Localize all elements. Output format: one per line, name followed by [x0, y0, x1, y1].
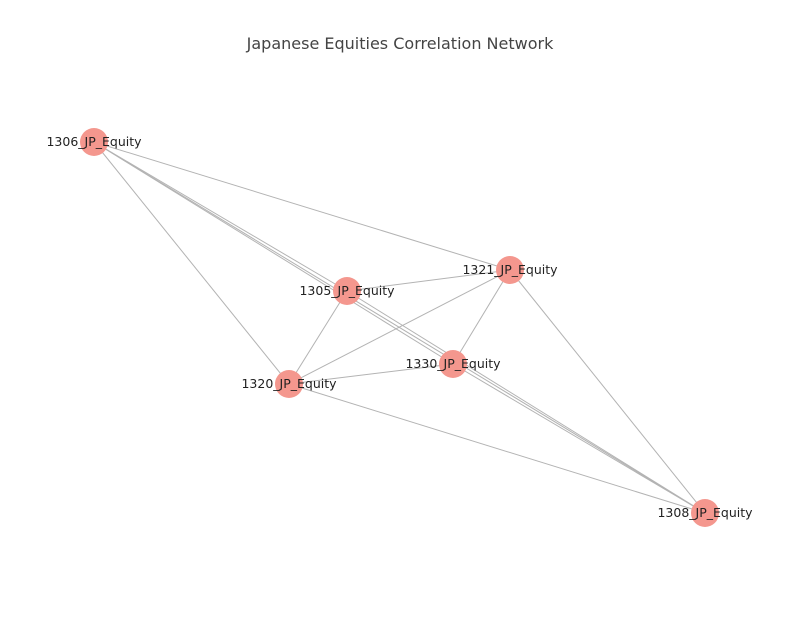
edge-1306_JP_Equity-1320_JP_Equity — [93, 141, 290, 385]
edge-1321_JP_Equity-1308_JP_Equity — [509, 269, 706, 514]
edge-1305_JP_Equity-1321_JP_Equity — [346, 269, 511, 292]
node-1308_JP_Equity[interactable] — [691, 499, 719, 527]
edge-1320_JP_Equity-1308_JP_Equity — [288, 383, 706, 514]
node-1320_JP_Equity[interactable] — [275, 370, 303, 398]
node-1330_JP_Equity[interactable] — [439, 350, 467, 378]
node-label-1320_JP_Equity: 1320_JP_Equity — [241, 376, 337, 391]
node-1305_JP_Equity[interactable] — [333, 277, 361, 305]
labels-layer: 1306_JP_Equity 1305_JP_Equity 1321_JP_Equi… — [46, 134, 753, 520]
edge-1330_JP_Equity-1308_JP_Equity — [452, 363, 706, 514]
edge-1321_JP_Equity-1330_JP_Equity — [452, 269, 511, 365]
node-1321_JP_Equity[interactable] — [496, 256, 524, 284]
edge-1320_JP_Equity-1330_JP_Equity — [288, 363, 454, 385]
nodes-layer — [80, 128, 719, 527]
edge-1306_JP_Equity-1330_JP_Equity — [93, 141, 454, 365]
edge-1321_JP_Equity-1320_JP_Equity — [288, 269, 511, 385]
chart-title: Japanese Equities Correlation Network — [246, 34, 554, 53]
node-1306_JP_Equity[interactable] — [80, 128, 108, 156]
node-label-1305_JP_Equity: 1305_JP_Equity — [299, 283, 395, 298]
node-label-1306_JP_Equity: 1306_JP_Equity — [46, 134, 142, 149]
node-label-1308_JP_Equity: 1308_JP_Equity — [657, 505, 753, 520]
node-label-1330_JP_Equity: 1330_JP_Equity — [405, 356, 501, 371]
edges-layer — [93, 141, 706, 514]
edge-1306_JP_Equity-1305_JP_Equity — [93, 141, 348, 292]
edge-1306_JP_Equity-1321_JP_Equity — [93, 141, 511, 271]
node-label-1321_JP_Equity: 1321_JP_Equity — [462, 262, 558, 277]
edge-1305_JP_Equity-1308_JP_Equity — [346, 290, 706, 514]
edge-1305_JP_Equity-1320_JP_Equity — [288, 290, 348, 385]
